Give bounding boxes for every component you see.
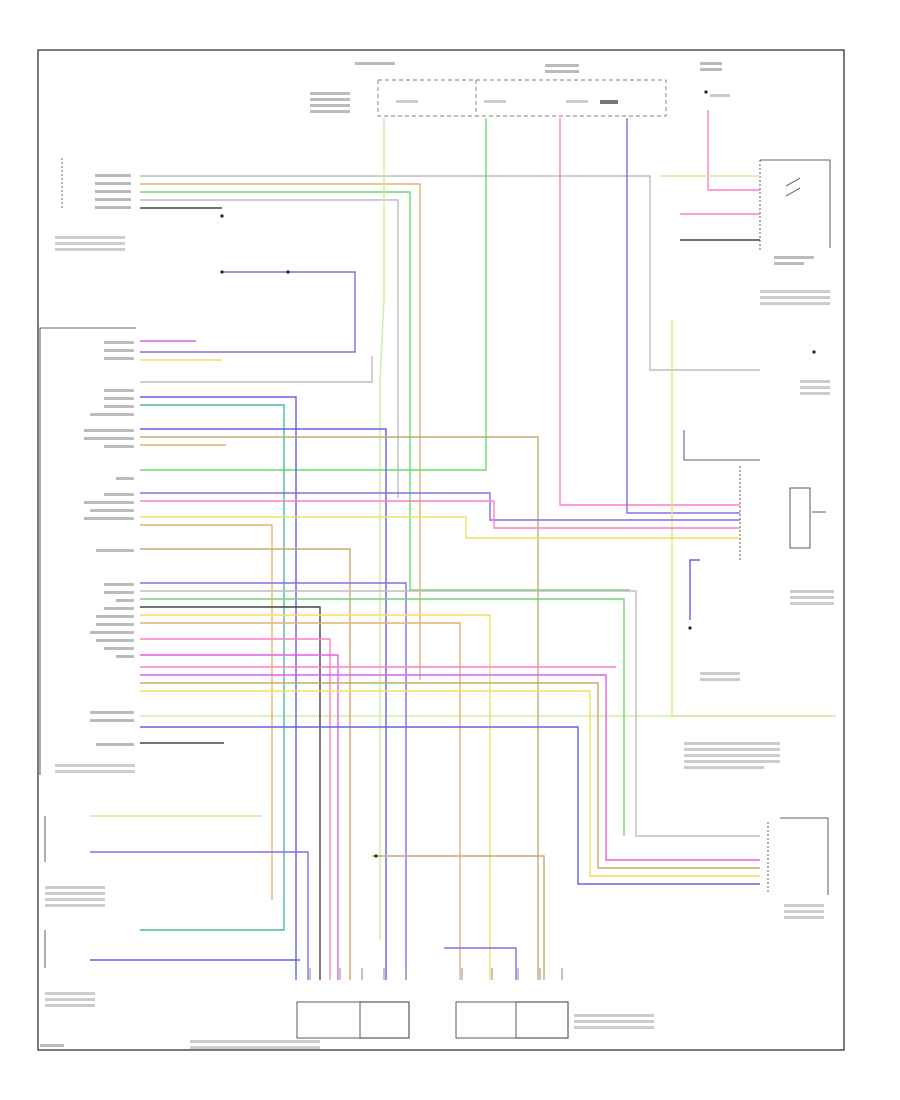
wire-yellow-low xyxy=(140,614,491,980)
wire-magenta-long xyxy=(140,674,760,861)
wire-gray-2 xyxy=(140,199,399,498)
wire-violet-3 xyxy=(140,582,407,980)
fuse-junction-box xyxy=(300,62,730,117)
wire-gray-top xyxy=(140,175,760,371)
wire-pink-right xyxy=(707,110,760,191)
wire-blue-long xyxy=(140,726,760,885)
wire-orange-3 xyxy=(140,524,273,900)
wire-violet-low xyxy=(444,947,517,980)
wire-violet-top xyxy=(140,271,356,353)
wire-blue-fuse xyxy=(626,118,740,514)
diagram-frame xyxy=(37,49,845,1051)
wire-orange-low xyxy=(140,622,461,980)
connector-pins xyxy=(309,968,563,980)
wire-pink-low xyxy=(140,638,331,980)
right-actuator xyxy=(455,1001,654,1039)
wire-tan-mid xyxy=(140,436,539,980)
left-actuator xyxy=(190,1001,410,1049)
wire-green-top xyxy=(140,191,630,591)
wire-magenta-low xyxy=(140,654,339,980)
main-control-module xyxy=(39,327,136,775)
wire-blue-2 xyxy=(140,428,387,980)
left-sensor-lower xyxy=(44,930,95,1007)
wire-tan-2 xyxy=(140,548,351,980)
wire-green-2 xyxy=(140,118,487,471)
wire-green-fuse xyxy=(379,118,385,940)
right-connector-block xyxy=(683,430,834,769)
wire-black-low xyxy=(140,606,321,980)
wire-tan-long xyxy=(140,682,760,869)
wire-pink-mid xyxy=(140,500,740,529)
wire-orange-top xyxy=(140,183,421,680)
left-sensor-upper xyxy=(44,816,105,907)
wire-yellow-mid xyxy=(140,516,740,539)
wire-violet-sensor xyxy=(90,851,309,980)
left-upper-connector xyxy=(55,158,131,251)
wire-green-3 xyxy=(140,598,625,836)
wire-blue-connector xyxy=(689,559,700,620)
wire-blue-mid xyxy=(140,396,297,980)
wire-pink-fuse xyxy=(559,118,740,506)
lower-right-module xyxy=(767,817,829,919)
wire-violet-2 xyxy=(140,492,740,521)
right-upper-switch xyxy=(759,159,831,395)
wire-tan-low xyxy=(372,855,545,980)
wire-gray-4 xyxy=(140,590,760,837)
splice-points xyxy=(220,90,816,858)
footer-code xyxy=(40,1044,64,1047)
wire-gray-3 xyxy=(140,356,373,383)
wire-yellow-right xyxy=(671,320,836,717)
wire-group xyxy=(90,110,836,980)
wire-yellow-long xyxy=(140,690,760,877)
